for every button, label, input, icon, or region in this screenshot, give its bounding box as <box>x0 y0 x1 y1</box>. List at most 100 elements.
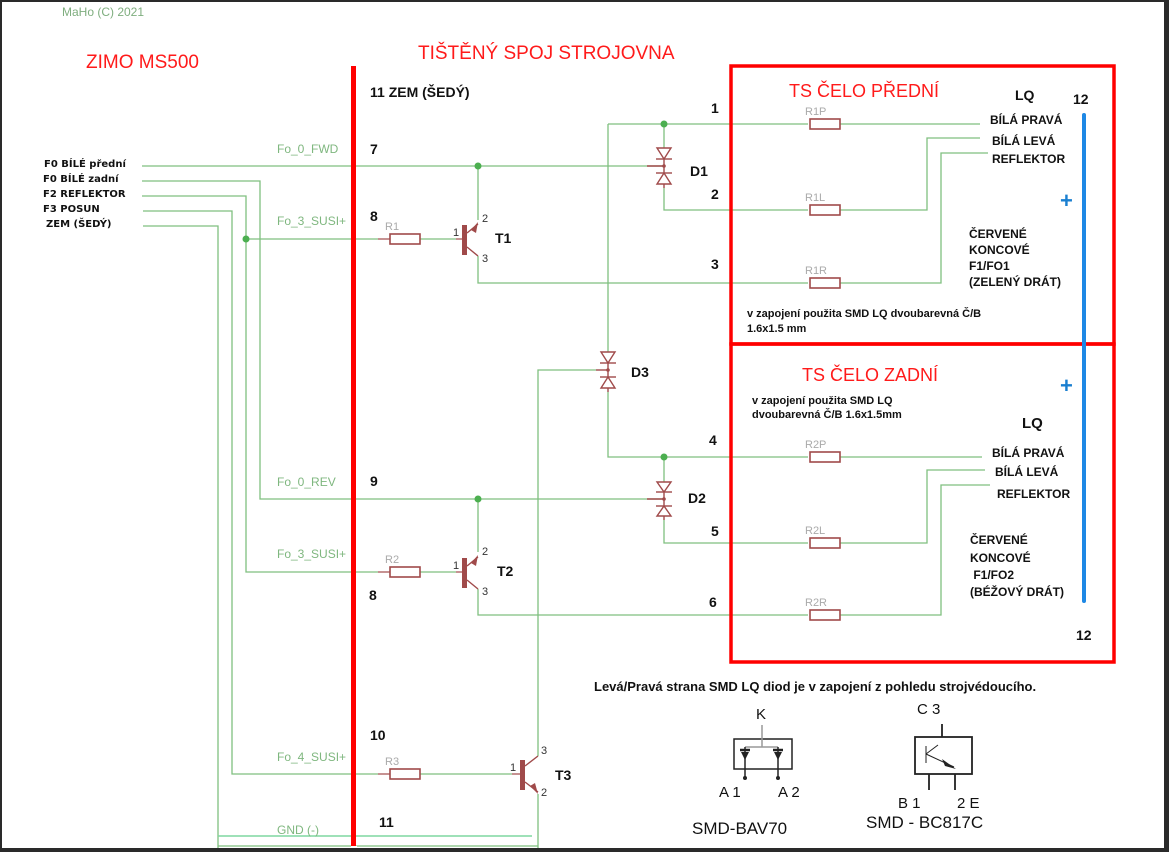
resistor-r1l <box>809 204 841 216</box>
diode-ref-d1: D1 <box>690 163 708 179</box>
transistor-ref-t3: T3 <box>555 767 572 783</box>
bav70-a2-label: A 2 <box>778 784 800 801</box>
t1-pin-1: 1 <box>453 227 460 239</box>
resistor-ref-r2r: R2R <box>805 597 828 609</box>
t1-pin-3: 3 <box>482 253 489 265</box>
out-pin-3: 3 <box>711 256 719 272</box>
diode-ref-d3: D3 <box>631 364 649 380</box>
pcb-title: TIŠTĚNÝ SPOJ STROJOVNA <box>418 43 675 64</box>
resistor-ref-r3: R3 <box>385 756 400 768</box>
ground-label: 11 ZEM (ŠEDÝ) <box>370 84 470 100</box>
t2-pin-3: 3 <box>482 586 489 598</box>
junction-dot <box>474 495 482 503</box>
front-note-line-2: 1.6x1.5 mm <box>747 323 807 335</box>
diode-ref-d2: D2 <box>688 490 706 506</box>
rear-output-white-left: BÍLÁ LEVÁ <box>995 465 1059 479</box>
net-label-gnd: GND (-) <box>277 823 319 837</box>
wire-f0-rear <box>142 180 664 500</box>
pin-10: 10 <box>370 727 386 743</box>
resistor-ref-r1p: R1P <box>805 106 827 118</box>
bav70-name: SMD-BAV70 <box>692 819 788 838</box>
wire-label-f0-front: F0 BÍLÉ přední <box>44 159 126 170</box>
input-wires <box>142 165 664 848</box>
diode-d1 <box>647 147 673 188</box>
rear-red-line-1: ČERVENÉ <box>970 533 1028 547</box>
rear-note-line-2: dvoubarevná Č/B 1.6x1.5mm <box>752 409 902 421</box>
resistor-ref-r2l: R2L <box>805 525 826 537</box>
rear-output-reflector: REFLEKTOR <box>997 487 1071 501</box>
footnote: Levá/Pravá strana SMD LQ diod je v zapoj… <box>594 679 1037 694</box>
t1-pin-2: 2 <box>482 213 489 225</box>
wire-label-f0-rear: F0 BÍLÉ zadní <box>43 174 119 185</box>
t2-pin-2: 2 <box>482 546 489 558</box>
out-pin-5: 5 <box>711 523 719 539</box>
front-pin-12: 12 <box>1073 91 1089 107</box>
front-red-line-4: (ZELENÝ DRÁT) <box>969 275 1061 289</box>
resistor-r1r <box>809 277 841 289</box>
zimo-title: ZIMO MS500 <box>86 52 199 73</box>
t3-pin-2: 2 <box>541 787 548 799</box>
rear-lq-label: LQ <box>1022 415 1043 432</box>
pcb-boundary-line <box>351 66 356 848</box>
bc817-package-drawing <box>914 724 973 790</box>
bav70-package-drawing <box>733 725 793 778</box>
wire-f3 <box>143 210 378 775</box>
front-output-white-right: BÍLÁ PRAVÁ <box>990 113 1063 127</box>
wire-f2 <box>142 195 378 573</box>
resistor-ref-r2p: R2P <box>805 439 827 451</box>
bc817-e-label: 2 E <box>957 795 980 812</box>
net-label-susi-1: Fo_3_SUSI+ <box>277 214 347 228</box>
transistor-ref-t2: T2 <box>497 563 514 579</box>
resistor-r3 <box>389 768 421 780</box>
transistor-ref-t1: T1 <box>495 230 512 246</box>
resistor-r2p <box>809 451 841 463</box>
resistor-ref-r1l: R1L <box>805 192 826 204</box>
front-red-line-1: ČERVENÉ <box>969 227 1027 241</box>
rear-board-title: TS ČELO ZADNÍ <box>802 365 939 385</box>
rear-board-outline <box>729 342 1116 664</box>
front-output-reflector: REFLEKTOR <box>992 152 1066 166</box>
bc817-name: SMD - BC817C <box>866 813 984 832</box>
front-red-line-2: KONCOVÉ <box>969 243 1030 257</box>
t2-pin-1: 1 <box>453 560 460 572</box>
front-board-title: TS ČELO PŘEDNÍ <box>789 81 940 101</box>
rear-plus-sign: + <box>1060 373 1073 398</box>
front-lq-label: LQ <box>1015 87 1035 103</box>
rear-red-line-4: (BÉŽOVÝ DRÁT) <box>970 585 1064 599</box>
diode-d3 <box>596 351 617 392</box>
pcb-wires <box>420 123 732 848</box>
wire-zem <box>143 225 219 848</box>
transistor-t1 <box>456 222 479 257</box>
resistor-r2l <box>809 537 841 549</box>
junction-dot <box>242 235 250 243</box>
resistor-ref-r2: R2 <box>385 554 400 566</box>
junction-dot <box>474 162 482 170</box>
rear-red-line-2: KONCOVÉ <box>970 551 1031 565</box>
front-red-line-3: F1/FO1 <box>969 259 1010 273</box>
copyright-label: MaHo (C) 2021 <box>62 5 145 19</box>
front-plus-sign: + <box>1060 188 1073 213</box>
pin-9: 9 <box>370 473 378 489</box>
transistor-t2 <box>456 555 479 590</box>
diode-d2 <box>647 481 673 520</box>
wire-label-f3: F3 POSUN <box>43 204 100 215</box>
net-label-rev: Fo_0_REV <box>277 475 336 489</box>
rear-red-line-3: F1/FO2 <box>970 568 1015 582</box>
bav70-k-label: K <box>756 706 767 723</box>
front-output-white-left: BÍLÁ LEVÁ <box>992 134 1056 148</box>
junction-dot <box>660 453 668 461</box>
front-note-line-1: v zapojení použita SMD LQ dvoubarevná Č/… <box>747 308 982 320</box>
resistor-r1p <box>809 118 841 130</box>
pin-8-bottom: 8 <box>369 587 377 603</box>
bc817-b-label: B 1 <box>898 795 921 812</box>
transistor-t3 <box>512 755 539 794</box>
pin-8-top: 8 <box>370 208 378 224</box>
wire-label-zem: ZEM (ŠEDÝ) <box>46 219 112 230</box>
resistor-r1 <box>389 233 421 245</box>
front-board-outline <box>729 64 1116 346</box>
rear-pin-12: 12 <box>1076 627 1092 643</box>
t3-pin-3: 3 <box>541 745 548 757</box>
net-label-susi-2: Fo_3_SUSI+ <box>277 547 347 561</box>
